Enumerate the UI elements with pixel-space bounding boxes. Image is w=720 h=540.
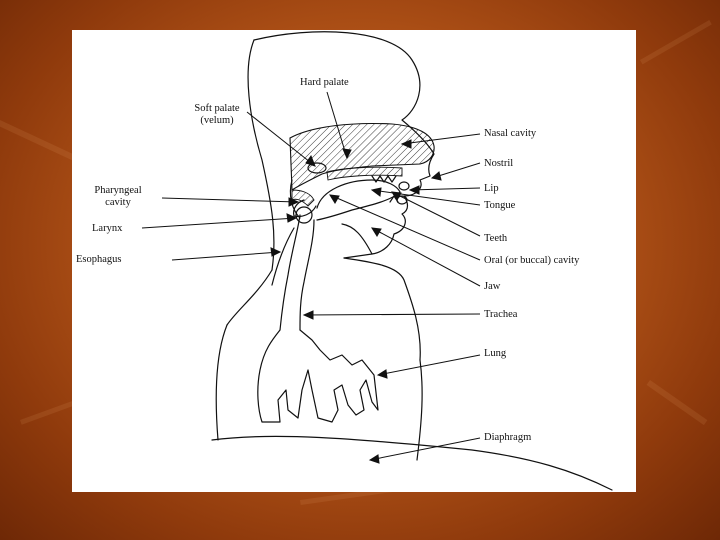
label-lung: Lung	[484, 348, 507, 359]
esophagus-tube	[271, 227, 295, 286]
leader-nasal-cavity	[401, 133, 481, 145]
arrow-nasal-cavity	[400, 139, 412, 149]
label-larynx: Larynx	[92, 223, 123, 234]
leader-soft-palate	[246, 111, 316, 167]
back-of-head	[247, 39, 275, 271]
label-oral-cavity: Oral (or buccal) cavity	[484, 255, 580, 266]
leader-lip	[409, 187, 481, 191]
arrow-esophagus	[270, 247, 282, 257]
arrow-teeth	[391, 191, 402, 201]
label-teeth: Teeth	[484, 233, 508, 244]
diaphragm-line	[211, 435, 613, 491]
head-outline	[253, 31, 435, 259]
background-streak	[0, 120, 82, 164]
larynx-ring	[295, 206, 313, 224]
background-streak	[646, 380, 708, 426]
label-trachea: Trachea	[484, 309, 518, 320]
arrow-trachea	[302, 310, 314, 320]
label-pharyngeal-cavity: cavity	[105, 197, 131, 208]
trachea-left	[279, 214, 301, 331]
nasal-palate-region	[289, 122, 435, 192]
leader-tongue	[371, 189, 481, 206]
leader-pharyngeal	[161, 197, 299, 203]
label-hard-palate: Hard palate	[300, 77, 349, 88]
leader-lung	[377, 354, 481, 376]
arrow-pharyngeal	[288, 197, 300, 207]
tongue-shape	[316, 179, 401, 221]
arrow-hard-palate	[342, 148, 352, 160]
leader-hard-palate	[326, 91, 348, 159]
arrow-oral-cavity	[329, 194, 340, 204]
label-tongue: Tongue	[484, 200, 516, 211]
trachea-right	[299, 219, 315, 331]
label-esophagus: Esophagus	[76, 254, 122, 265]
upper-teeth	[371, 175, 397, 183]
arrow-lip	[408, 185, 420, 195]
leader-teeth	[391, 191, 481, 237]
background-streak	[640, 20, 712, 65]
arrow-diaphragm	[368, 454, 380, 464]
label-nostril: Nostril	[484, 158, 514, 169]
arrow-larynx	[286, 213, 298, 223]
back-neck	[226, 269, 273, 326]
arrow-tongue	[370, 187, 382, 197]
lung-outline	[257, 329, 379, 423]
label-lip: Lip	[484, 183, 499, 194]
leader-jaw	[371, 227, 481, 287]
jaw-contour	[341, 223, 373, 255]
pharyngeal-region	[291, 189, 315, 207]
label-pharyngeal: Pharyngeal	[94, 185, 142, 196]
chest-front	[416, 359, 423, 461]
front-neck	[343, 257, 421, 361]
leader-trachea	[303, 313, 481, 316]
leader-diaphragm	[369, 437, 481, 461]
leader-larynx	[141, 217, 297, 229]
leader-oral-cavity	[329, 194, 481, 261]
label-velum: (velum)	[200, 115, 234, 126]
diagram-card: Hard palate Soft palate (velum) Nasal ca…	[72, 30, 636, 492]
background-streak	[20, 399, 79, 425]
label-diaphragm: Diaphragm	[484, 432, 532, 443]
label-soft-palate: Soft palate	[194, 103, 240, 114]
upper-lip	[398, 181, 410, 191]
label-nasal-cavity: Nasal cavity	[484, 128, 537, 139]
arrow-lung	[376, 369, 388, 379]
arrow-soft-palate	[305, 154, 316, 167]
vocal-tract-diagram	[141, 31, 613, 491]
chest-back	[215, 324, 228, 441]
label-jaw: Jaw	[484, 281, 501, 292]
arrow-nostril	[430, 171, 442, 181]
leader-esophagus	[171, 251, 281, 261]
oral-roof-band	[326, 166, 403, 181]
arrow-jaw	[371, 227, 382, 237]
